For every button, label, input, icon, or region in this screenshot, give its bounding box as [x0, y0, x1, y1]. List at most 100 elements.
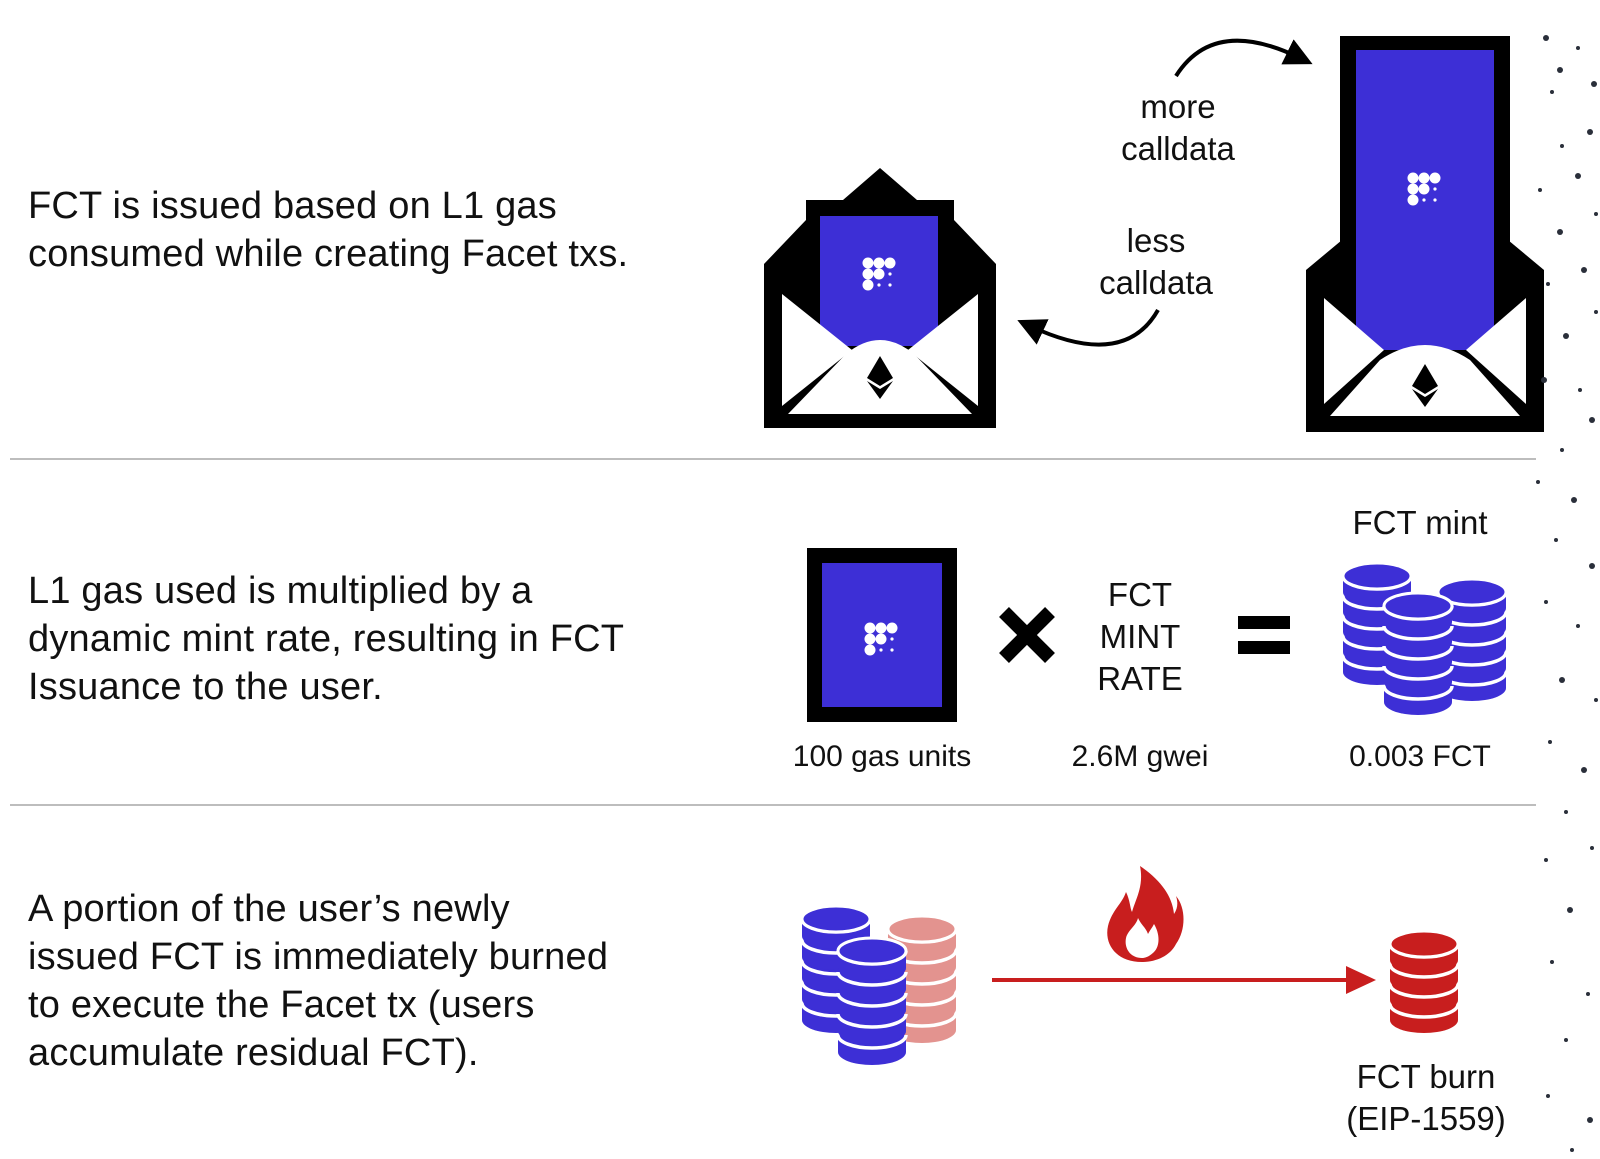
arrow-more-calldata-icon [1174, 38, 1313, 78]
decorative-dot [1594, 212, 1598, 216]
decorative-dot [1541, 377, 1547, 383]
divider-top [10, 458, 1536, 460]
decorative-dot [1567, 907, 1573, 913]
decorative-dot [1570, 1148, 1574, 1152]
coin-edge [1388, 983, 1460, 999]
coin-edge [836, 992, 908, 1008]
decorative-dot [1591, 81, 1597, 87]
row1-line-2: consumed while creating Facet txs. [28, 233, 629, 275]
decorative-dot [1590, 846, 1594, 850]
less-calldata-word-1: less [1126, 222, 1186, 259]
decorative-dot [1575, 173, 1581, 179]
decorative-dots [1536, 35, 1598, 1152]
coin-stack [1388, 929, 1460, 1033]
coin-top [1341, 561, 1413, 591]
coin-edge [836, 971, 908, 987]
row2-description: L1 gas used is multiplied by a dynamic m… [28, 567, 624, 711]
row2-line-1: L1 gas used is multiplied by a [28, 570, 533, 612]
row3-description: A portion of the user’s newly issued FCT… [28, 885, 608, 1077]
fct-burn-word-1: FCT burn [1356, 1058, 1496, 1095]
coin-edge [1388, 1003, 1460, 1019]
row1-description: FCT is issued based on L1 gas consumed w… [28, 182, 628, 278]
gas-box-icon [807, 548, 957, 722]
arrow-less-calldata-icon [1017, 309, 1160, 347]
decorative-dot [1550, 960, 1554, 964]
coin-stack [836, 936, 908, 1065]
decorative-dot [1560, 448, 1564, 452]
divider-bottom [10, 804, 1536, 806]
coin-edge [836, 1034, 908, 1050]
mint-rate-word-2: MINT [1099, 618, 1181, 655]
coin-edge [1382, 685, 1454, 701]
burn-arrow-icon [992, 966, 1376, 994]
coin-edge [1388, 963, 1460, 979]
decorative-dot [1578, 388, 1582, 392]
envelope-small-icon [764, 168, 996, 428]
row3-line-1: A portion of the user’s newly [28, 888, 510, 930]
decorative-dot [1594, 310, 1598, 314]
fct-burn-word-2: (EIP-1559) [1346, 1100, 1506, 1137]
decorative-dot [1543, 35, 1549, 41]
coin-top [1436, 577, 1508, 607]
decorative-dot [1589, 563, 1595, 569]
decorative-dot [1550, 90, 1554, 94]
coin-edge [1382, 625, 1454, 641]
decorative-dot [1560, 144, 1564, 148]
coin-edge [836, 1013, 908, 1029]
mint-rate-word-3: RATE [1097, 660, 1183, 697]
coin [838, 993, 906, 1023]
coin-top [1382, 591, 1454, 621]
more-calldata-word-1: more [1140, 88, 1216, 125]
decorative-dot [1581, 267, 1587, 273]
decorative-dot [1557, 229, 1563, 235]
mint-rate-label: FCT MINT RATE [1060, 574, 1220, 700]
decorative-dot [1564, 1038, 1568, 1042]
row2-line-2: dynamic mint rate, resulting in FCT [28, 618, 625, 660]
more-calldata-word-2: calldata [1121, 130, 1235, 167]
decorative-dot [1559, 677, 1565, 683]
decorative-dot [1589, 417, 1595, 423]
decorative-dot [1546, 282, 1550, 286]
coin-top [1388, 929, 1460, 959]
decorative-dot [1594, 698, 1598, 702]
coin-stack [1382, 591, 1454, 715]
coin-edge [1382, 665, 1454, 681]
coin [838, 1035, 906, 1065]
row2-line-3: Issuance to the user. [28, 666, 383, 708]
coin [838, 972, 906, 1002]
more-calldata-label: more calldata [1098, 86, 1258, 170]
coin-top [886, 914, 958, 944]
decorative-dot [1538, 188, 1542, 192]
facet-logo-icon [864, 622, 898, 656]
less-calldata-word-2: calldata [1099, 264, 1213, 301]
coin-stack-user-icon [800, 904, 958, 1065]
row1-line-1: FCT is issued based on L1 gas [28, 185, 557, 227]
row3-line-4: accumulate residual FCT). [28, 1032, 479, 1074]
decorative-dot [1564, 810, 1568, 814]
coin [838, 1014, 906, 1044]
facet-logo-icon [862, 257, 896, 291]
coin-top [836, 936, 908, 966]
equals-icon [1238, 616, 1290, 654]
mint-rate-value: 2.6M gwei [1071, 740, 1209, 773]
decorative-dot [1546, 1094, 1550, 1098]
fct-mint-value: 0.003 FCT [1349, 740, 1491, 773]
facet-logo-icon [1407, 172, 1441, 206]
coin-top [800, 904, 872, 934]
decorative-dot [1544, 600, 1548, 604]
decorative-dot [1576, 46, 1580, 50]
decorative-dot [1563, 333, 1569, 339]
decorative-dot [1587, 129, 1593, 135]
coin-stack [1436, 577, 1508, 701]
decorative-dot [1587, 1117, 1593, 1123]
decorative-dot [1548, 740, 1552, 744]
less-calldata-label: less calldata [1076, 220, 1236, 304]
decorative-dot [1554, 538, 1558, 542]
decorative-dot [1571, 497, 1577, 503]
decorative-dot [1576, 624, 1580, 628]
mint-rate-word-1: FCT [1107, 576, 1173, 613]
decorative-dot [1536, 480, 1540, 484]
envelope-tall-icon [1306, 36, 1544, 432]
flame-icon [1107, 866, 1184, 962]
